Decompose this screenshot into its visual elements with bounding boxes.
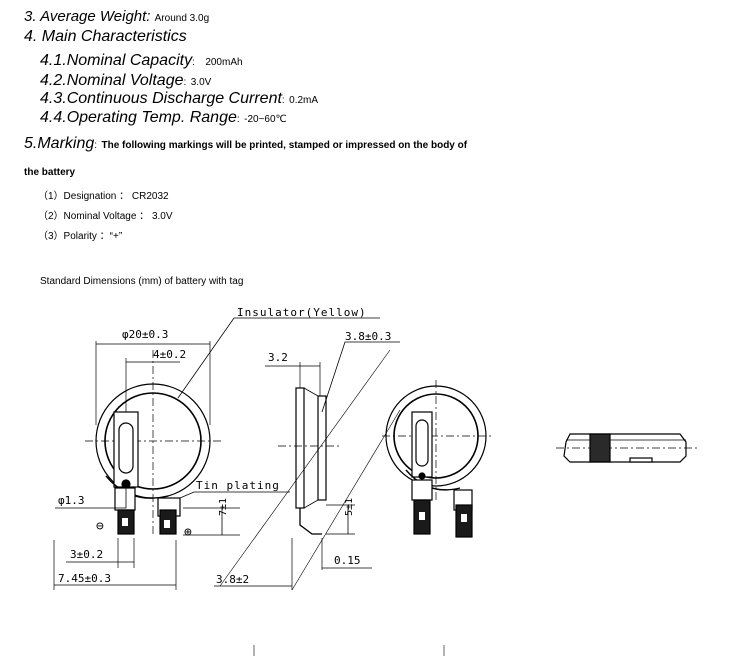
discharge-label: 4.3.Continuous Discharge Current <box>40 90 282 107</box>
third-view <box>382 380 492 538</box>
third-neg-terminal-upper <box>411 479 433 501</box>
third-tag-slot <box>415 419 429 467</box>
neg-terminal-upper <box>114 487 136 511</box>
voltage-sep: : <box>183 77 187 88</box>
capacity-label: 4.1.Nominal Capacity <box>40 52 193 69</box>
third-tag-plate <box>411 411 433 478</box>
side-view <box>214 341 401 591</box>
d20-label: φ20±0.3 <box>122 328 168 341</box>
temp-line: 4.4.Operating Temp. Range: -20~60℃ <box>40 109 287 127</box>
marking-text: The following markings will be printed, … <box>101 140 468 151</box>
pos-terminal-hole <box>164 520 170 528</box>
dimensions-caption: Standard Dimensions (mm) of battery with… <box>40 276 244 287</box>
side-leader-2 <box>291 409 401 591</box>
capacity-value: 200mAh <box>205 57 243 68</box>
marking-item-voltage: （2）Nominal Voltage ： 3.0V <box>38 211 173 222</box>
side-body-right <box>317 395 327 501</box>
side-leader-1 <box>219 349 391 587</box>
side-tab <box>299 508 322 535</box>
marking-line: 5.Marking: The following markings will b… <box>24 135 467 153</box>
d4-label: 4±0.2 <box>153 348 186 361</box>
third-neg-hole <box>419 512 425 520</box>
d015-label: 0.15 <box>334 554 361 567</box>
d745-label: 7.45±0.3 <box>58 572 111 585</box>
marking-item-designation: （1）Designation ： CR2032 <box>38 191 169 202</box>
marking-sep: : <box>94 140 98 151</box>
side-body-top <box>303 387 319 397</box>
marking-item-polarity: （3）Polarity ：“+” <box>38 231 123 242</box>
d13-label: φ1.3 <box>58 494 85 507</box>
capacity-line: 4.1.Nominal Capacity: 200mAh <box>40 52 243 70</box>
capacity-sep: : <box>192 57 195 68</box>
edge-tag <box>589 433 611 463</box>
discharge-sep: : <box>281 95 285 106</box>
d13-leader <box>55 488 127 509</box>
insulator-label: Insulator(Yellow) <box>237 306 367 319</box>
d38a-leader <box>321 341 400 413</box>
tin-leader <box>179 491 290 499</box>
tin-label: Tin plating <box>196 479 280 492</box>
front-tag-hole <box>121 479 131 489</box>
discharge-line: 4.3.Continuous Discharge Current: 0.2mA <box>40 90 318 108</box>
front-tag-slot <box>118 422 134 474</box>
temp-label: 4.4.Operating Temp. Range <box>40 109 237 126</box>
discharge-value: 0.2mA <box>289 95 319 106</box>
d38b-label: 3.8±2 <box>216 573 249 586</box>
edge-view <box>556 433 700 463</box>
marking-text-cont: the battery <box>24 167 76 178</box>
temp-value: -20~60℃ <box>244 114 287 125</box>
weight-value: Around 3.0g <box>154 13 210 24</box>
weight-label: 3. Average Weight: <box>24 8 151 25</box>
plus-symbol: ⊕ <box>184 525 192 540</box>
side-body-left <box>295 387 305 509</box>
neg-terminal-hole <box>122 518 128 526</box>
side-body-bottom <box>303 499 319 509</box>
minus-symbol: ⊖ <box>96 519 104 534</box>
voltage-line: 4.2.Nominal Voltage: 3.0V <box>40 72 211 90</box>
d5-label: 5±1 <box>344 498 355 516</box>
temp-sep: : <box>236 114 240 125</box>
third-pos-hole <box>461 514 467 522</box>
battery-dimension-drawing: Insulator(Yellow) φ20±0.3 4±0.2 3.2 3.8±… <box>53 306 700 656</box>
voltage-label: 4.2.Nominal Voltage <box>40 72 184 89</box>
insulator-leader <box>177 317 380 399</box>
d38a-label: 3.8±0.3 <box>345 330 391 343</box>
marking-label: 5.Marking <box>24 135 95 152</box>
voltage-value: 3.0V <box>190 77 212 88</box>
third-tag-hole <box>418 472 426 480</box>
d3-label: 3±0.2 <box>70 548 103 561</box>
front-view <box>53 317 380 590</box>
edge-contact <box>629 457 653 463</box>
front-tag-plate <box>113 411 139 488</box>
d32-label: 3.2 <box>268 351 288 364</box>
d7-label: 7±1 <box>218 498 229 516</box>
main-characteristics-heading: 4. Main Characteristics <box>24 28 187 45</box>
weight-line: 3. Average Weight: Around 3.0g <box>24 8 209 25</box>
